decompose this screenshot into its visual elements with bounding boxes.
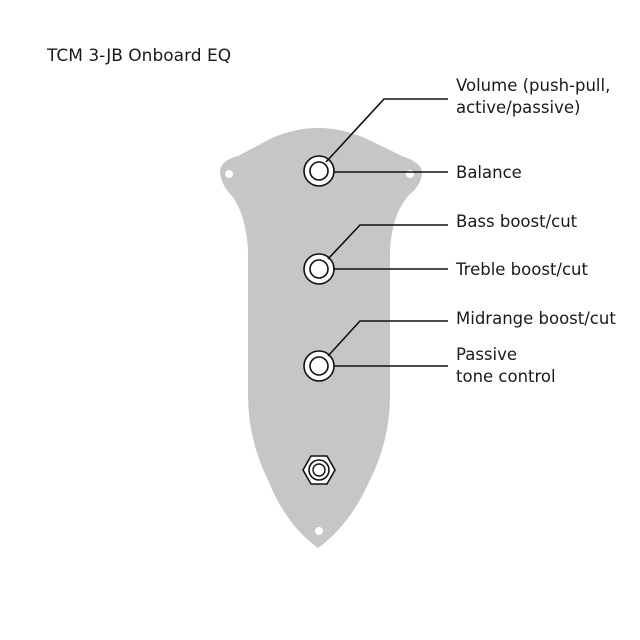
label-midrange: Midrange boost/cut bbox=[456, 309, 616, 328]
label-passive-line1: Passive bbox=[456, 345, 518, 364]
leader-midrange bbox=[327, 320, 448, 357]
screw-hole-bottom bbox=[315, 527, 323, 535]
label-passive-line2: tone control bbox=[456, 367, 556, 386]
label-passive: Passive tone control bbox=[456, 344, 556, 388]
leader-bass bbox=[327, 224, 448, 260]
output-jack bbox=[302, 455, 336, 485]
control-plate bbox=[220, 128, 422, 548]
diagram-title: TCM 3-JB Onboard EQ bbox=[47, 46, 232, 66]
label-balance: Balance bbox=[456, 163, 522, 182]
knob-volume-balance bbox=[303, 155, 335, 187]
leader-volume bbox=[325, 98, 448, 163]
label-treble: Treble boost/cut bbox=[456, 260, 588, 279]
knob-midrange-passive bbox=[303, 350, 335, 382]
label-volume: Volume (push-pull, active/passive) bbox=[456, 75, 610, 119]
screw-hole-left bbox=[225, 170, 233, 178]
label-volume-line1: Volume (push-pull, bbox=[456, 76, 611, 95]
label-volume-line2: active/passive) bbox=[456, 98, 581, 117]
label-bass: Bass boost/cut bbox=[456, 212, 578, 231]
